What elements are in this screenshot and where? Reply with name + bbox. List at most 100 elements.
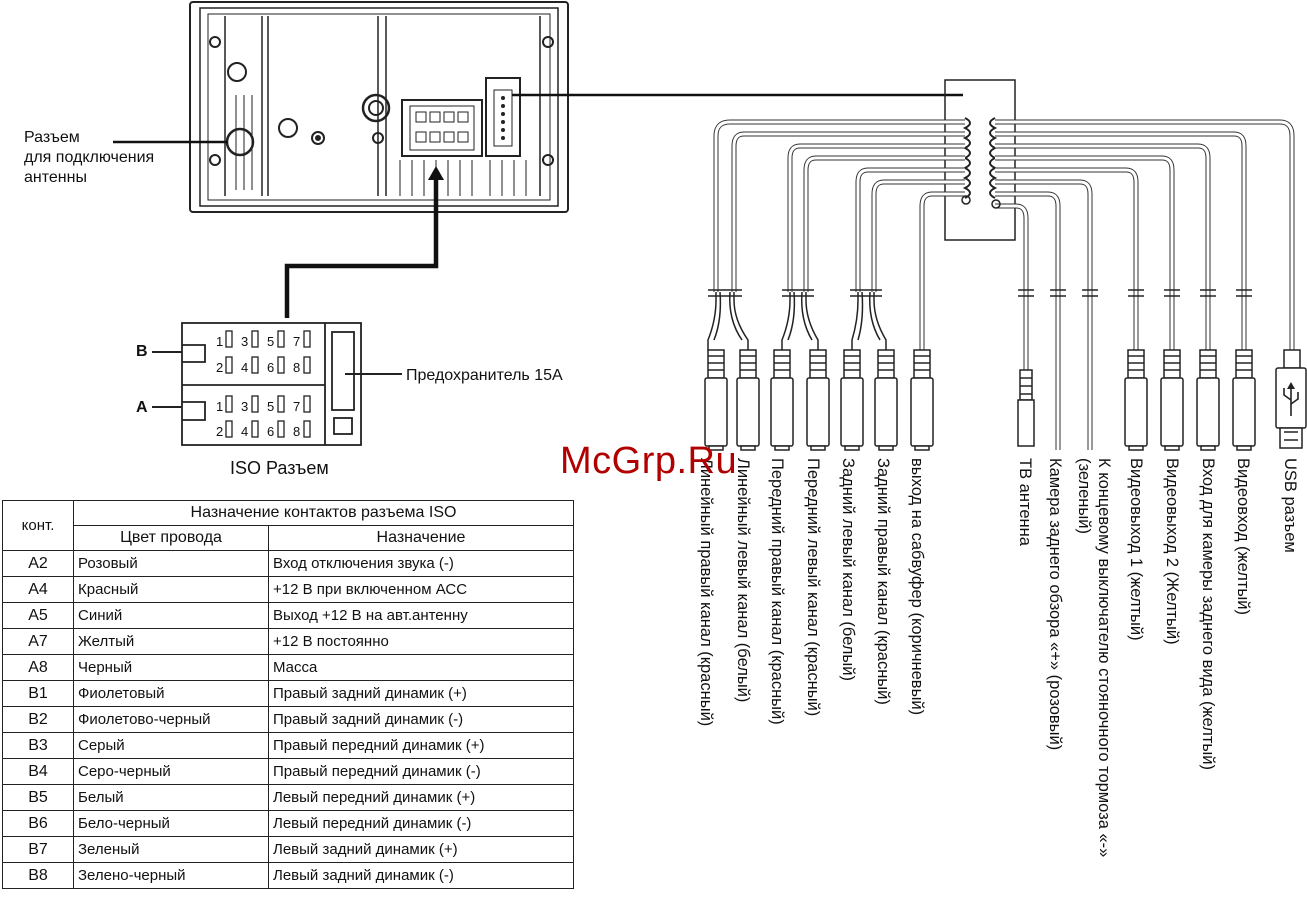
rca-plug xyxy=(874,349,898,451)
pin-number: 6 xyxy=(267,424,275,439)
antenna-label: Разъем для подключения антенны xyxy=(24,128,154,188)
contact-cell: A5 xyxy=(2,602,74,629)
iso-link-arrow xyxy=(284,178,439,318)
rca-plug xyxy=(806,349,830,451)
antenna-label-line: антенны xyxy=(24,169,87,186)
watermark: McGrp.Ru xyxy=(560,440,738,482)
table-header-row: конт. Назначение контактов разъема ISO xyxy=(2,500,574,551)
head-unit-rear-panel xyxy=(189,1,569,213)
contact-cell: B5 xyxy=(2,784,74,811)
contact-cell: B8 xyxy=(2,862,74,889)
rca-y-splits xyxy=(707,289,1252,350)
rca-plug xyxy=(1160,349,1184,451)
pin-number: 5 xyxy=(267,334,275,349)
rca-plug xyxy=(840,349,864,451)
purpose-cell: Масса xyxy=(268,654,574,681)
purpose-cell: Левый передний динамик (+) xyxy=(268,784,574,811)
contact-cell: B7 xyxy=(2,836,74,863)
cable-label: Вход для камеры заднего вида (желтый) xyxy=(1199,458,1217,770)
wire-color-cell: Синий xyxy=(73,602,269,629)
pin-number: 8 xyxy=(293,360,301,375)
wire-color-cell: Зеленый xyxy=(73,836,269,863)
contact-cell: B4 xyxy=(2,758,74,785)
purpose-cell: Правый передний динамик (+) xyxy=(268,732,574,759)
pin-number: 7 xyxy=(293,399,301,414)
cable-label: Задний правый канал (красный) xyxy=(874,458,892,705)
purpose-cell: +12 В при включенном АСС xyxy=(268,576,574,603)
block-b-label: B xyxy=(136,343,148,360)
harness-bundle xyxy=(713,79,1295,450)
antenna-label-line: для подключения xyxy=(24,149,155,166)
wire-color-cell: Фиолетово-черный xyxy=(73,706,269,733)
cable-label: Передний левый канал (красный) xyxy=(804,458,822,717)
pin-number: 4 xyxy=(241,424,249,439)
rca-plug xyxy=(736,349,760,451)
contact-cell: B6 xyxy=(2,810,74,837)
iso-connector-caption: ISO Разъем xyxy=(230,458,329,478)
pin-number: 6 xyxy=(267,360,275,375)
wire-color-cell: Фиолетовый xyxy=(73,680,269,707)
header-contact: конт. xyxy=(2,500,74,551)
cable-label: К концевому выключателю стояночного торм… xyxy=(1075,458,1113,858)
rca-plug xyxy=(770,349,794,451)
header-purpose: Назначение xyxy=(268,525,574,551)
pin-number: 3 xyxy=(241,334,249,349)
iso-pinout-table: конт. Назначение контактов разъема ISO Ц… xyxy=(2,500,574,889)
purpose-cell: Левый задний динамик (+) xyxy=(268,836,574,863)
cable-label: USB разъем xyxy=(1281,458,1299,553)
contact-cell: A2 xyxy=(2,550,74,577)
purpose-cell: Правый задний динамик (-) xyxy=(268,706,574,733)
purpose-cell: Левый задний динамик (-) xyxy=(268,862,574,889)
header-title: Назначение контактов разъема ISO xyxy=(73,500,574,526)
rca-plug xyxy=(1232,349,1256,451)
pin-number: 2 xyxy=(216,360,224,375)
purpose-cell: Выход +12 В на авт.антенну xyxy=(268,602,574,629)
arrow-head xyxy=(428,166,444,180)
cable-label: выход на сабвуфер (коричневый) xyxy=(908,458,926,716)
pin-number: 1 xyxy=(216,334,224,349)
iso-connector-drawing xyxy=(152,322,402,446)
cable-label: Видеовыход 1 (желтый) xyxy=(1127,458,1145,641)
cable-label: Линейный левый канал (белый) xyxy=(734,458,752,703)
contact-cell: A8 xyxy=(2,654,74,681)
cable-label: Задний левый канал (белый) xyxy=(839,458,857,681)
table-subheader-row: Цвет провода Назначение xyxy=(3,525,574,551)
wire-color-cell: Желтый xyxy=(73,628,269,655)
contact-cell: B2 xyxy=(2,706,74,733)
tv-antenna-plug xyxy=(1017,369,1035,447)
rca-plugs xyxy=(704,349,1256,451)
purpose-cell: Вход отключения звука (-) xyxy=(268,550,574,577)
fuse-label: Предохранитель 15А xyxy=(406,367,563,384)
wire-color-cell: Серо-черный xyxy=(73,758,269,785)
purpose-cell: Правый задний динамик (+) xyxy=(268,680,574,707)
cable-label: Видеовход (желтый) xyxy=(1234,458,1252,615)
cable-label: ТВ антенна xyxy=(1016,458,1034,546)
contact-cell: B1 xyxy=(2,680,74,707)
rca-plug xyxy=(1196,349,1220,451)
purpose-cell: Левый передний динамик (-) xyxy=(268,810,574,837)
wire-color-cell: Красный xyxy=(73,576,269,603)
pin-number: 5 xyxy=(267,399,275,414)
pin-number: 2 xyxy=(216,424,224,439)
pin-number: 8 xyxy=(293,424,301,439)
cable-label: Камера заднего обзора «+» (розовый) xyxy=(1046,458,1064,751)
purpose-cell: Правый передний динамик (-) xyxy=(268,758,574,785)
contact-cell: A4 xyxy=(2,576,74,603)
block-a-label: A xyxy=(136,399,148,416)
wire-color-cell: Белый xyxy=(73,784,269,811)
wire-color-cell: Розовый xyxy=(73,550,269,577)
pin-number: 7 xyxy=(293,334,301,349)
